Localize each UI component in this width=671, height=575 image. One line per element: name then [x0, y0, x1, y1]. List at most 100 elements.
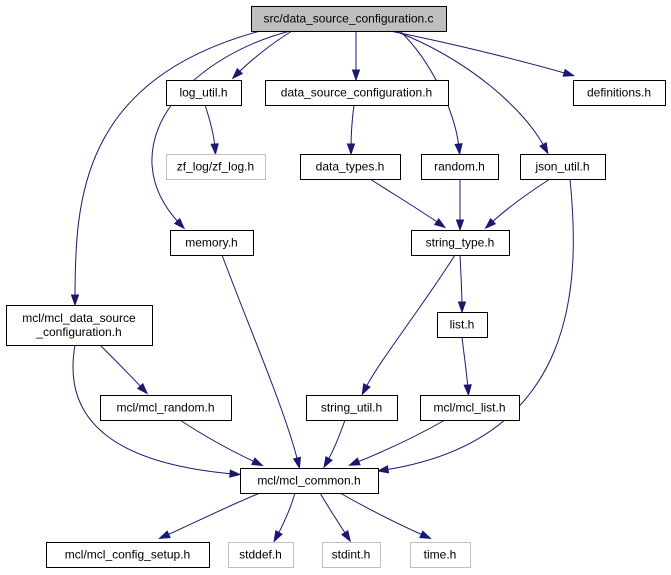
- node-box[interactable]: [166, 154, 266, 180]
- node-box[interactable]: [170, 230, 254, 256]
- node-label: mcl/mcl_common.h: [257, 474, 360, 488]
- node-data-types[interactable]: data_types.h: [300, 154, 401, 180]
- node-label: mcl/mcl_config_setup.h: [65, 548, 190, 562]
- node-box[interactable]: [166, 80, 242, 106]
- node-list[interactable]: list.h: [437, 312, 488, 338]
- node-log-util[interactable]: log_util.h: [166, 80, 242, 106]
- arrowhead-icon: [484, 217, 497, 230]
- node-box[interactable]: [265, 80, 449, 106]
- node-box[interactable]: [6, 305, 153, 346]
- node-box[interactable]: [520, 154, 606, 180]
- node-stddef[interactable]: stddef.h: [228, 542, 294, 568]
- node-box[interactable]: [411, 230, 510, 256]
- edge-random-to-string_type: [455, 178, 465, 232]
- arrowhead-icon: [351, 69, 361, 82]
- arrowhead-icon: [341, 529, 352, 543]
- edge-line: [383, 178, 574, 471]
- node-stdint[interactable]: stdint.h: [322, 542, 381, 568]
- node-label: mcl/mcl_list.h: [433, 401, 505, 415]
- node-box[interactable]: [100, 395, 232, 421]
- edge-mcl_common-to-stdint: [319, 492, 352, 543]
- node-label: list.h: [450, 318, 475, 332]
- node-root[interactable]: src/data_source_configuration.c: [251, 6, 447, 32]
- edge-line: [236, 30, 293, 75]
- node-label: mcl/mcl_random.h: [116, 401, 214, 415]
- arrowhead-icon: [292, 456, 301, 470]
- node-mcl-config-setup[interactable]: mcl/mcl_config_setup.h: [46, 542, 210, 568]
- edge-mcl_dsc-to-mcl_common: [72, 344, 242, 478]
- node-definitions[interactable]: definitions.h: [573, 80, 666, 106]
- edge-line: [389, 30, 569, 75]
- node-dsc-h[interactable]: data_source_configuration.h: [265, 80, 449, 106]
- edge-root-to-memory: [151, 30, 291, 230]
- node-label: data_source_configuration.h: [281, 86, 432, 100]
- node-label: data_types.h: [316, 160, 385, 174]
- node-box[interactable]: [306, 395, 398, 421]
- edge-line: [204, 104, 216, 149]
- arrowhead-icon: [136, 382, 149, 395]
- node-string-type[interactable]: string_type.h: [411, 230, 510, 256]
- edge-mcl_list-to-mcl_common: [348, 419, 446, 466]
- edge-line: [339, 492, 426, 537]
- node-label: string_util.h: [321, 401, 382, 415]
- node-box[interactable]: [437, 312, 488, 338]
- edge-memory-to-mcl_common: [221, 254, 301, 470]
- edge-data_types-to-string_type: [369, 178, 447, 229]
- node-random[interactable]: random.h: [421, 154, 499, 180]
- node-box[interactable]: [421, 154, 499, 180]
- node-label: stdint.h: [332, 548, 371, 562]
- node-zf-log[interactable]: zf_log/zf_log.h: [166, 154, 266, 180]
- edge-root-to-mcl_dsc: [70, 30, 261, 307]
- node-json-util[interactable]: json_util.h: [520, 154, 606, 180]
- edge-line: [99, 344, 144, 390]
- node-mcl-list[interactable]: mcl/mcl_list.h: [420, 395, 520, 421]
- node-mcl-random[interactable]: mcl/mcl_random.h: [100, 395, 232, 421]
- edge-root-to-json_util: [394, 30, 549, 155]
- arrowhead-icon: [323, 456, 333, 469]
- edge-line: [369, 178, 441, 225]
- arrowhead-icon: [463, 384, 472, 397]
- arrowhead-icon: [455, 219, 465, 232]
- node-label: time.h: [424, 548, 457, 562]
- edge-mcl_random-to-mcl_common: [179, 419, 264, 467]
- node-box[interactable]: [300, 154, 401, 180]
- edge-dsc_h-to-data_types: [346, 104, 356, 156]
- node-box[interactable]: [228, 542, 294, 568]
- edge-json_util-to-string_type: [484, 178, 551, 230]
- node-memory[interactable]: memory.h: [170, 230, 254, 256]
- node-label: random.h: [434, 160, 485, 174]
- edge-line: [364, 254, 456, 390]
- node-box[interactable]: [322, 542, 381, 568]
- node-mcl-dsc[interactable]: mcl/mcl_data_source_configuration.h: [6, 305, 153, 346]
- arrowhead-icon: [539, 142, 549, 155]
- edge-root-to-definitions: [389, 30, 576, 77]
- edge-line: [221, 254, 299, 463]
- edge-line: [394, 30, 546, 149]
- edge-line: [326, 419, 346, 463]
- arrowhead-icon: [562, 68, 576, 77]
- node-string-util[interactable]: string_util.h: [306, 395, 398, 421]
- node-label: stddef.h: [239, 548, 282, 562]
- node-label: zf_log/zf_log.h: [177, 160, 254, 174]
- edge-line: [276, 492, 296, 537]
- node-time[interactable]: time.h: [410, 542, 471, 568]
- edge-line: [461, 336, 469, 390]
- node-box[interactable]: [420, 395, 520, 421]
- arrowhead-icon: [173, 217, 186, 230]
- arrowhead-icon: [454, 143, 463, 156]
- node-box[interactable]: [46, 542, 210, 568]
- node-box[interactable]: [240, 468, 379, 494]
- node-box[interactable]: [573, 80, 666, 106]
- arrowhead-icon: [419, 530, 432, 540]
- arrowhead-icon: [70, 294, 80, 307]
- node-box[interactable]: [410, 542, 471, 568]
- node-box[interactable]: [251, 6, 447, 32]
- arrowhead-icon: [348, 457, 361, 466]
- node-mcl-common[interactable]: mcl/mcl_common.h: [240, 468, 379, 494]
- edge-string_type-to-list: [457, 254, 467, 314]
- arrowhead-icon: [457, 301, 467, 314]
- arrowhead-icon: [376, 465, 390, 474]
- arrowhead-icon: [231, 67, 244, 80]
- edge-string_util-to-mcl_common: [323, 419, 346, 469]
